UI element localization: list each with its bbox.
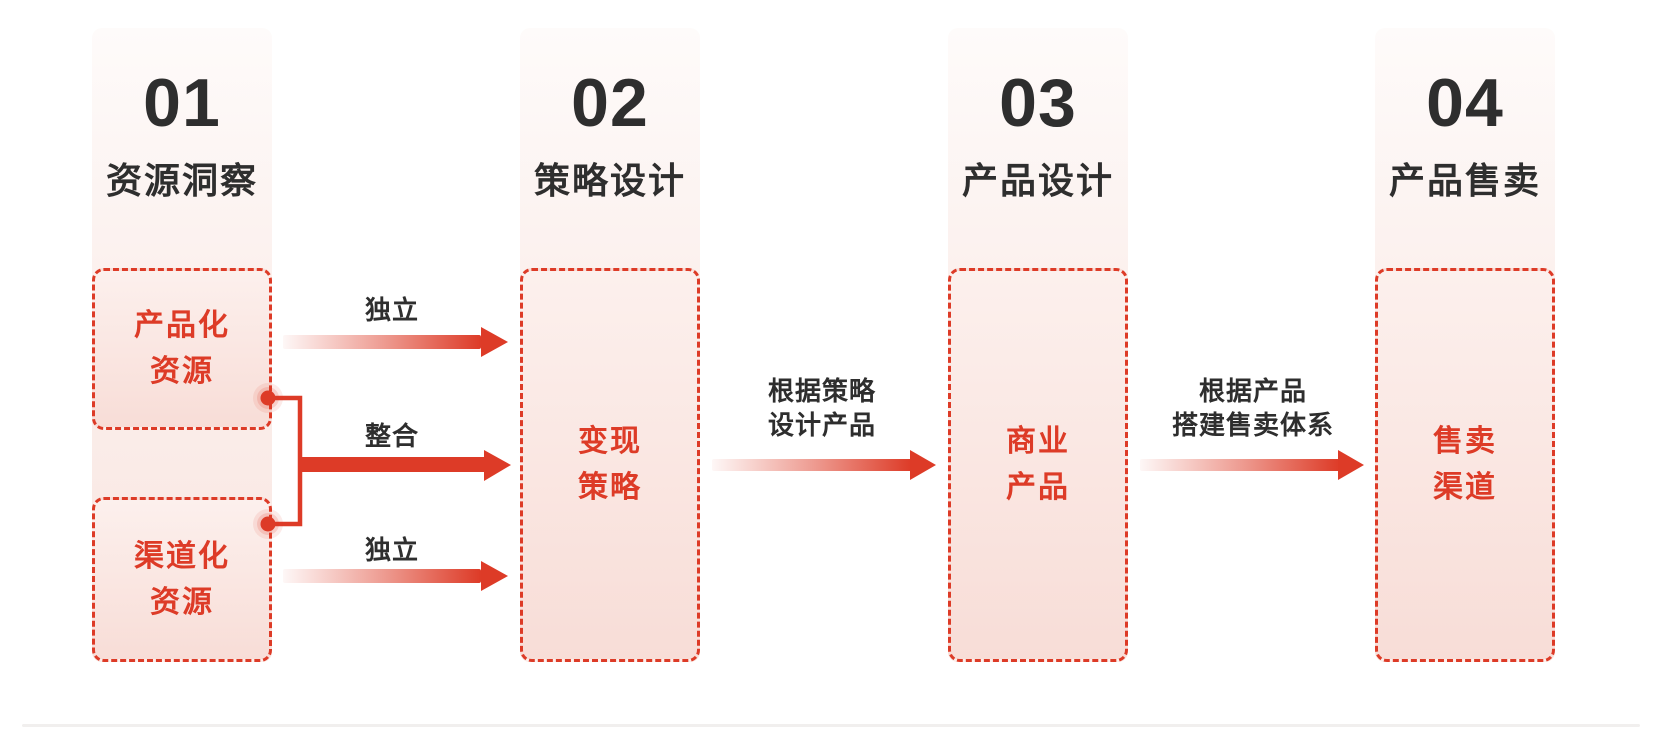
label-merge: 整合 (364, 421, 419, 451)
step-number: 02 (571, 65, 649, 141)
label-line: 搭建售卖体系 (1171, 410, 1334, 440)
step-title: 产品售卖 (1388, 160, 1541, 201)
arrow-merge-icon (300, 450, 511, 481)
box-label-line: 变现 (578, 425, 642, 458)
box-label-line: 售卖 (1433, 425, 1497, 458)
box-label-line: 策略 (578, 471, 642, 504)
box-productized-resource: 产品化 资源 (92, 268, 272, 430)
arrow-independent-top-icon (283, 327, 508, 357)
box-label-line: 商业 (1006, 425, 1070, 458)
box-monetization-strategy: 变现 策略 (520, 268, 700, 662)
box-label-line: 渠道化 (134, 539, 230, 573)
arrow-product-to-sales-icon (1140, 450, 1364, 480)
box-sales-channel: 售卖 渠道 (1375, 268, 1555, 662)
label-independent-top: 独立 (364, 295, 419, 325)
box-label-line: 产品 (1006, 471, 1070, 504)
box-channelized-resource: 渠道化 资源 (92, 497, 272, 662)
step-title: 策略设计 (533, 160, 686, 201)
box-label-line: 产品化 (134, 309, 230, 342)
box-label-line: 资源 (150, 355, 214, 388)
box-commercial-product: 商业 产品 (948, 268, 1128, 662)
label-independent-bottom: 独立 (364, 535, 419, 565)
box-label-line: 资源 (150, 585, 214, 619)
arrow-strategy-to-product-icon (712, 450, 936, 480)
label-line: 设计产品 (767, 410, 876, 440)
step-number: 03 (999, 65, 1077, 141)
step-number: 04 (1426, 65, 1504, 141)
step-title: 资源洞察 (105, 160, 258, 201)
step-title: 产品设计 (961, 160, 1114, 201)
label-line: 根据策略 (767, 376, 876, 406)
box-label-line: 渠道 (1433, 471, 1497, 504)
label-product-to-sales: 根据产品 搭建售卖体系 (1140, 374, 1366, 442)
bottom-divider (22, 724, 1640, 727)
step-number: 01 (143, 65, 221, 141)
label-line: 根据产品 (1198, 376, 1307, 406)
label-strategy-to-product: 根据策略 设计产品 (722, 374, 922, 442)
merge-bracket-line (268, 395, 303, 527)
